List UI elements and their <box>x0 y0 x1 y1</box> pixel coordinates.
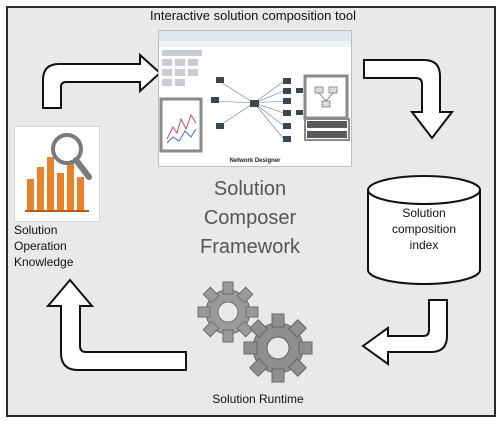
screenshot-caption: Network Designer <box>229 158 281 164</box>
composition-index-label: Solution composition index <box>368 205 480 253</box>
network-designer-mock <box>159 31 351 153</box>
knowledge-line: Operation <box>14 239 67 253</box>
knowledge-chart-image <box>14 126 100 222</box>
gear-icon <box>243 313 313 383</box>
runtime-label: Solution Runtime <box>212 392 304 406</box>
framework-title: Solution Composer Framework <box>165 175 335 262</box>
gear-icon <box>197 281 259 343</box>
curved-arrow-icon <box>45 278 187 371</box>
curved-arrow-icon <box>361 299 448 366</box>
framework-title-line: Solution <box>213 178 287 200</box>
index-line: Solution <box>402 206 446 220</box>
network-designer-screenshot: Network Designer <box>158 30 352 167</box>
operation-knowledge-label: Solution Operation Knowledge <box>14 222 114 270</box>
curved-arrow-icon <box>363 59 455 140</box>
framework-title-line: Composer <box>203 207 297 229</box>
knowledge-line: Knowledge <box>14 255 74 269</box>
knowledge-line: Solution <box>14 223 58 237</box>
index-line: composition <box>391 222 457 236</box>
curved-arrow-icon <box>42 52 162 109</box>
index-line: index <box>409 238 439 252</box>
cylinder-database-icon <box>367 175 481 285</box>
tool-title: Interactive solution composition tool <box>150 8 356 23</box>
framework-title-line: Framework <box>199 236 300 258</box>
chart-magnifier-icon <box>25 133 92 212</box>
